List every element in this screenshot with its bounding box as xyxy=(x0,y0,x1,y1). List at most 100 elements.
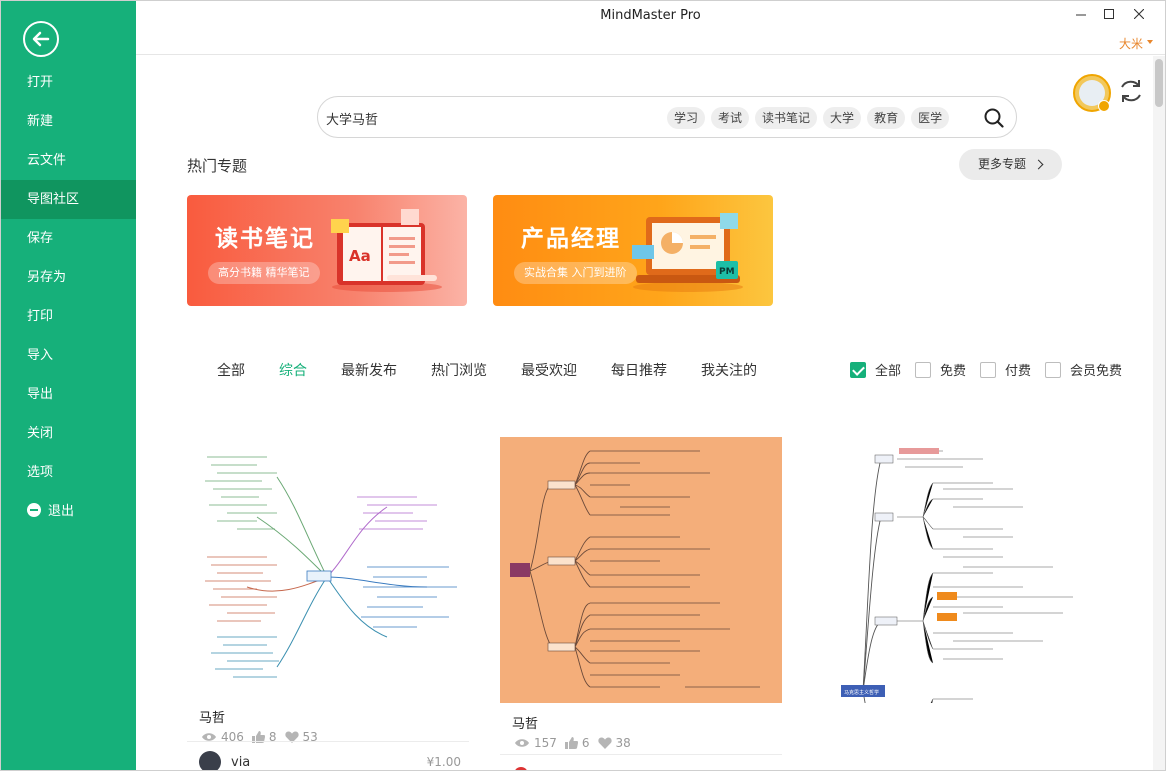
search-input[interactable] xyxy=(326,107,656,129)
sidebar-item-close[interactable]: 关闭 xyxy=(27,426,54,441)
user-avatar[interactable] xyxy=(1073,74,1111,112)
checkbox[interactable] xyxy=(850,361,866,378)
tab-all[interactable]: 全部 xyxy=(217,363,245,379)
tab-daily-picks[interactable]: 每日推荐 xyxy=(611,363,667,379)
search-tag[interactable]: 大学 xyxy=(823,107,862,129)
search-tag[interactable]: 考试 xyxy=(711,107,750,129)
favorites-stat[interactable]: 53 xyxy=(284,730,318,744)
likes-stat[interactable]: 6 xyxy=(564,736,590,750)
title-bar: MindMaster Pro 大米 xyxy=(136,1,1165,55)
tab-following[interactable]: 我关注的 xyxy=(701,363,757,379)
filter-free[interactable]: 免费 xyxy=(915,360,966,379)
caret-down-icon[interactable] xyxy=(1147,40,1153,44)
search-tag[interactable]: 教育 xyxy=(867,107,906,129)
tab-most-liked[interactable]: 最受欢迎 xyxy=(521,363,577,379)
filter-member-free[interactable]: 会员免费 xyxy=(1045,360,1122,379)
card-divider xyxy=(187,741,469,742)
sidebar-item-save-as[interactable]: 另存为 xyxy=(27,270,67,285)
thumbs-up-icon xyxy=(251,731,265,743)
search-tag[interactable]: 医学 xyxy=(911,107,950,129)
sidebar-item-community[interactable]: 导图社区 xyxy=(1,180,136,219)
sidebar-item-save[interactable]: 保存 xyxy=(27,231,54,246)
hot-topics-title: 热门专题 xyxy=(187,157,248,175)
author-avatar[interactable] xyxy=(514,767,528,770)
tab-latest[interactable]: 最新发布 xyxy=(341,363,397,379)
checkbox[interactable] xyxy=(915,361,932,378)
mindmap-preview-image xyxy=(205,456,457,678)
likes-count: 6 xyxy=(581,736,590,750)
mindmap-preview-image: 马克思主义哲学 xyxy=(841,448,1073,703)
checkbox[interactable] xyxy=(980,361,997,378)
laptop-illustration-icon: PM xyxy=(632,213,743,292)
search-bar: 学习 考试 读书笔记 大学 教育 医学 xyxy=(317,96,1017,138)
more-topics-label: 更多专题 xyxy=(978,157,1027,171)
sidebar-item-export[interactable]: 导出 xyxy=(27,387,54,402)
topic-banner-reading-notes[interactable]: 读书笔记 高分书籍 精华笔记 Aa xyxy=(187,195,467,306)
maximize-button[interactable] xyxy=(1099,5,1119,25)
heart-icon xyxy=(284,731,299,743)
banner-title: 产品经理 xyxy=(521,226,621,252)
mindmap-preview-image xyxy=(510,450,760,688)
sidebar-item-import[interactable]: 导入 xyxy=(27,348,54,363)
banner-subtitle: 高分书籍 精华笔记 xyxy=(208,262,320,284)
card-stats: 157 6 38 xyxy=(514,736,639,750)
sidebar-item-options[interactable]: 选项 xyxy=(27,465,54,480)
maximize-icon xyxy=(1104,9,1114,19)
sidebar-item-open[interactable]: 打开 xyxy=(27,75,54,90)
mindmap-thumbnail[interactable] xyxy=(187,437,469,703)
filter-paid[interactable]: 付费 xyxy=(980,360,1031,379)
likes-stat[interactable]: 8 xyxy=(251,730,277,744)
mindmap-card[interactable]: 马哲 406 8 53 via ¥1.00 xyxy=(187,437,469,770)
back-button[interactable] xyxy=(23,21,59,57)
filter-all[interactable]: 全部 xyxy=(850,360,901,379)
author-name[interactable]: via xyxy=(231,755,251,770)
topic-banner-product-manager[interactable]: 产品经理 实战合集 入门到进阶 PM xyxy=(493,195,773,306)
mindmap-thumbnail[interactable] xyxy=(500,437,782,703)
sidebar-item-cloud-files[interactable]: 云文件 xyxy=(27,153,67,168)
chevron-right-icon xyxy=(1033,159,1044,170)
book-illustration-icon: Aa xyxy=(331,209,442,292)
heart-icon xyxy=(597,737,612,749)
minimize-button[interactable] xyxy=(1071,5,1091,25)
more-topics-button[interactable]: 更多专题 xyxy=(959,149,1062,180)
exit-icon xyxy=(27,503,41,517)
minimize-icon xyxy=(1076,14,1086,16)
search-tag[interactable]: 读书笔记 xyxy=(755,107,818,129)
app-title: MindMaster Pro xyxy=(600,8,701,23)
close-icon xyxy=(1133,8,1145,20)
thumbs-up-icon xyxy=(564,737,578,749)
category-tabs: 全部 综合 最新发布 热门浏览 最受欢迎 每日推荐 我关注的 xyxy=(217,360,791,380)
arrow-left-icon xyxy=(32,31,50,47)
scrollbar-thumb[interactable] xyxy=(1155,59,1163,107)
views-count: 157 xyxy=(534,736,557,750)
close-window-button[interactable] xyxy=(1129,5,1149,25)
card-stats: 406 8 53 xyxy=(201,730,326,744)
search-icon[interactable] xyxy=(983,107,1005,129)
favorites-stat[interactable]: 38 xyxy=(597,736,631,750)
likes-count: 8 xyxy=(268,730,277,744)
svg-text:PM: PM xyxy=(719,267,735,277)
sidebar-item-exit[interactable]: 退出 xyxy=(1,492,136,531)
search-tag[interactable]: 学习 xyxy=(667,107,706,129)
mindmap-card[interactable]: 马克思主义哲学 xyxy=(813,437,1095,770)
mindmap-thumbnail[interactable]: 马克思主义哲学 xyxy=(813,437,1095,703)
card-title[interactable]: 马哲 xyxy=(199,711,226,726)
card-title[interactable]: 马哲 xyxy=(512,717,539,732)
sidebar-item-exit-label: 退出 xyxy=(48,504,75,519)
card-price: ¥1.00 xyxy=(426,755,461,769)
tab-popular-views[interactable]: 热门浏览 xyxy=(431,363,487,379)
vertical-scrollbar[interactable] xyxy=(1153,56,1165,770)
tab-comprehensive[interactable]: 综合 xyxy=(279,363,307,379)
views-count: 406 xyxy=(221,730,244,744)
sync-icon[interactable] xyxy=(1117,77,1145,105)
author-avatar[interactable] xyxy=(199,751,221,770)
sidebar-item-new[interactable]: 新建 xyxy=(27,114,54,129)
checkbox[interactable] xyxy=(1045,361,1062,378)
mindmap-card[interactable]: 马哲 157 6 38 xyxy=(500,437,782,770)
vip-badge-icon xyxy=(1098,100,1110,112)
sidebar-item-print[interactable]: 打印 xyxy=(27,309,54,324)
user-name[interactable]: 大米 xyxy=(1118,37,1143,51)
sidebar: 打开 新建 云文件 导图社区 保存 另存为 打印 导入 导出 关闭 选项 退出 xyxy=(1,1,136,770)
mindmap-root-label: 马克思主义哲学 xyxy=(844,689,879,696)
banner-subtitle: 实战合集 入门到进阶 xyxy=(514,262,637,284)
